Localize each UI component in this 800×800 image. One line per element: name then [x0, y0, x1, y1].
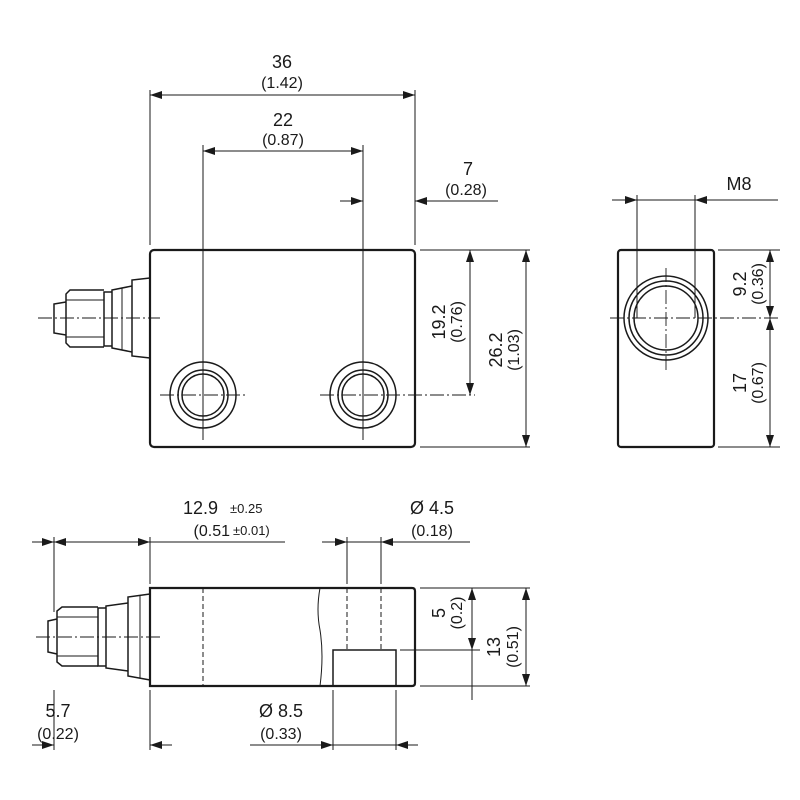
- dim-12-9-mm-tol: ±0.25: [230, 501, 262, 516]
- dim-7-inch: (0.28): [445, 182, 487, 199]
- dim-4-5-inch: (0.18): [411, 523, 453, 540]
- dim-8-5-mm: Ø 8.5: [259, 701, 303, 721]
- connector-pin-housing-bottom: [56, 606, 98, 667]
- connector-pin-housing: [65, 289, 104, 348]
- counterbore-section: [332, 649, 397, 687]
- dim-17-mm: 17: [730, 373, 750, 393]
- connector-flange-bottom: [127, 593, 151, 681]
- dim-5-7-mm: 5.7: [45, 701, 70, 721]
- dim-26-2-mm: 26.2: [486, 332, 506, 367]
- dim-5-mm: 5: [429, 608, 449, 618]
- dim-5-7-inch: (0.22): [37, 726, 79, 743]
- dim-19-2-mm: 19.2: [429, 304, 449, 339]
- dim-26-2-inch: (1.03): [506, 329, 523, 371]
- connector-tip: [53, 301, 67, 336]
- dim-m8: M8: [726, 174, 751, 194]
- sensor-body-side: [616, 248, 716, 449]
- dim-17-inch: (0.67): [750, 362, 767, 404]
- dim-12-9-inch-tol: ±0.01): [233, 523, 270, 538]
- connector-tip-bottom: [47, 618, 58, 655]
- bottom-view: [32, 537, 530, 750]
- dim-4-5-mm: Ø 4.5: [410, 498, 454, 518]
- front-view: [38, 90, 530, 449]
- dim-19-2-inch: (0.76): [449, 301, 466, 343]
- dim-13-inch: (0.51): [505, 626, 522, 668]
- side-view: [610, 195, 780, 449]
- dim-7-mm: 7: [463, 159, 473, 179]
- connector-neck: [103, 291, 112, 347]
- dim-9-2-inch: (0.36): [750, 263, 767, 305]
- sensor-body-front: [148, 248, 417, 449]
- dim-12-9-inch: (0.51: [194, 523, 231, 540]
- break-line: [317, 587, 323, 687]
- dim-12-9-mm: 12.9: [183, 498, 218, 518]
- dim-36-mm: 36: [272, 52, 292, 72]
- dim-22-mm: 22: [273, 110, 293, 130]
- dim-5-inch: (0.2): [449, 597, 466, 630]
- sensor-body-bottom: [148, 586, 417, 688]
- dim-8-5-inch: (0.33): [260, 726, 302, 743]
- dim-36-inch: (1.42): [261, 75, 303, 92]
- dim-13-mm: 13: [484, 637, 504, 657]
- dim-22-inch: (0.87): [262, 132, 304, 149]
- dim-9-2-mm: 9.2: [730, 271, 750, 296]
